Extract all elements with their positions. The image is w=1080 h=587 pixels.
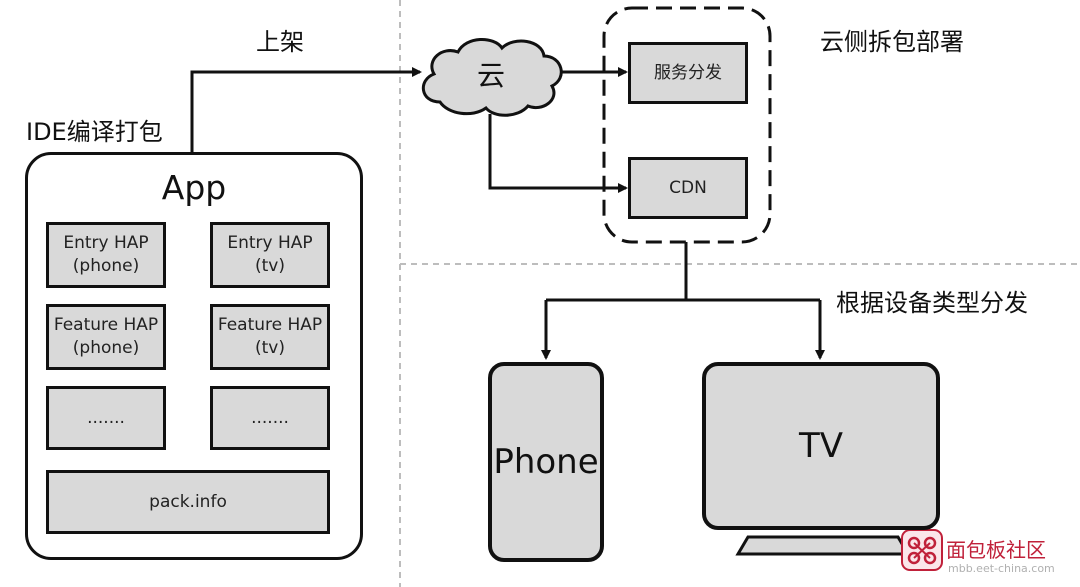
service-distribution-label: 服务分发 — [654, 62, 722, 83]
tv-device: TV — [702, 362, 940, 530]
watermark-text: 面包板社区 — [946, 538, 1046, 562]
module-feature-hap-tv: Feature HAP (tv) — [210, 304, 330, 370]
publish-arrow — [190, 67, 422, 152]
distribution-label: 根据设备类型分发 — [836, 289, 1028, 317]
module-entry-hap-phone: Entry HAP (phone) — [46, 222, 166, 288]
module-feature-hap-phone: Feature HAP (phone) — [46, 304, 166, 370]
app-title: App — [161, 168, 227, 207]
module-entry-hap-tv: Entry HAP (tv) — [210, 222, 330, 288]
module-ellipsis-left: ....... — [46, 386, 166, 450]
pack-info-label: pack.info — [149, 491, 227, 512]
build-label: IDE编译打包 — [26, 118, 163, 146]
tv-label: TV — [798, 426, 844, 466]
pack-info-box: pack.info — [46, 470, 330, 534]
cloud-to-cdn-arrow — [488, 114, 628, 193]
module-line1: Feature HAP — [53, 315, 159, 335]
module-line1: Feature HAP — [217, 315, 323, 335]
cdn-label: CDN — [669, 177, 707, 198]
module-line1: Entry HAP — [63, 233, 149, 253]
cloud-side-container — [602, 6, 772, 244]
watermark-url: mbb.eet-china.com — [948, 562, 1055, 575]
watermark-logo — [901, 529, 943, 571]
module-line1: Entry HAP — [227, 233, 313, 253]
cloud-shape — [422, 38, 563, 117]
module-line1: ....... — [87, 407, 125, 428]
service-distribution-box: 服务分发 — [628, 42, 748, 104]
publish-label: 上架 — [256, 28, 304, 56]
module-line2: (tv) — [255, 256, 285, 276]
cdn-box: CDN — [628, 157, 748, 219]
module-ellipsis-right: ....... — [210, 386, 330, 450]
cloud-label: 云 — [476, 59, 505, 92]
module-line2: (phone) — [72, 338, 140, 358]
phone-device: Phone — [488, 362, 604, 562]
phone-label: Phone — [493, 442, 599, 482]
tv-stand — [735, 535, 911, 556]
module-line1: ....... — [251, 407, 289, 428]
module-line2: (phone) — [72, 256, 140, 276]
module-line2: (tv) — [255, 338, 285, 358]
cloud-side-title: 云侧拆包部署 — [820, 28, 964, 56]
